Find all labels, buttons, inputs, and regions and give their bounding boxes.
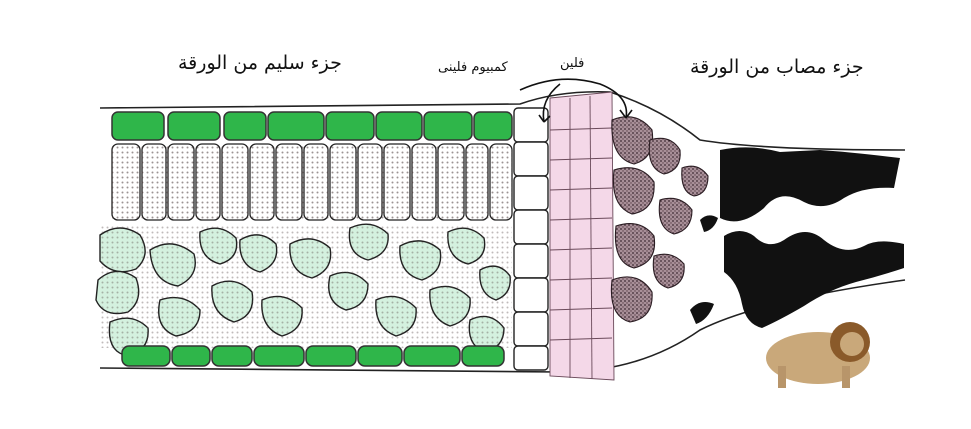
cork-cambium [514,108,548,370]
spongy-chloroplasts [100,226,512,348]
cork-layer [550,92,614,380]
upper-epidermis [112,112,512,140]
dead-tissue [690,147,904,328]
palisade-chloroplasts [112,144,512,220]
label-cork-cambium: كمبيوم فلينى [438,60,508,75]
infected-tissue [611,117,708,322]
lion-icon [766,322,870,388]
label-infected-part: جزء مصاب من الورقة [690,56,864,78]
lower-epidermis [122,346,504,366]
label-healthy-part: جزء سليم من الورقة [178,52,342,74]
label-cork: فلين [560,56,584,71]
